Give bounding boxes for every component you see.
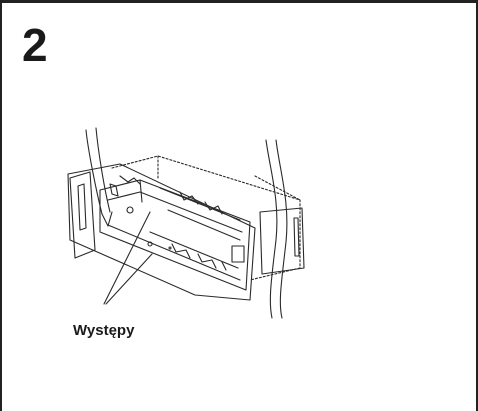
front-panel: [67, 163, 256, 301]
removal-tool: [85, 127, 113, 227]
right-bracket: [259, 207, 305, 275]
callout-leaders: [103, 211, 153, 305]
unit-outline-dotted: [111, 155, 301, 281]
mounting-cage: [99, 175, 251, 291]
left-border: [0, 0, 2, 411]
step-number: 2: [22, 19, 48, 71]
top-border: [0, 0, 478, 3]
callout-label-tabs: Występy: [73, 322, 135, 339]
cable: [265, 139, 288, 319]
right-border: [476, 0, 478, 411]
